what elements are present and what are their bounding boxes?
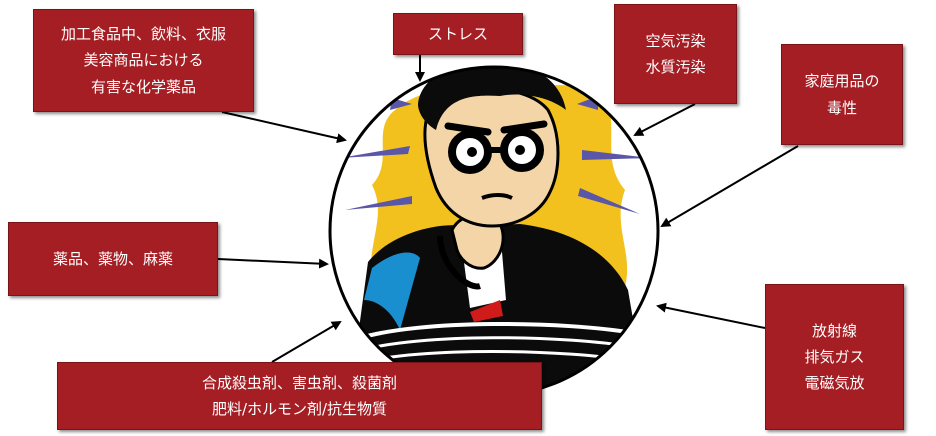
arrow-pesticides (271, 320, 342, 363)
arrow-food (221, 111, 347, 144)
factor-label-line: 排気ガス (804, 347, 865, 366)
factor-label-line: 放射線 (811, 321, 857, 340)
worried-man-thinking-icon (328, 65, 660, 397)
factor-label-line: 美容商品における (83, 51, 204, 70)
factor-label-line: 薬品、薬物、麻薬 (52, 249, 173, 268)
factor-label-line: 空気汚染 (645, 31, 706, 50)
factor-box-drugs: 薬品、薬物、麻薬 (8, 222, 218, 296)
factor-label-line: 家庭用品の (804, 72, 880, 91)
factor-label-line: 合成殺虫剤、害虫剤、殺菌剤 (201, 373, 397, 392)
factor-label-line: 肥料/ホルモン剤/抗生物質 (211, 400, 388, 418)
factor-label-line: 毒性 (826, 98, 857, 117)
factor-box-pollution: 空気汚染 水質汚染 (614, 4, 737, 104)
factor-box-household-toxicity: 家庭用品の 毒性 (781, 44, 903, 145)
arrow-radiation (656, 302, 766, 329)
factor-label-line: 水質汚染 (645, 58, 706, 76)
arrow-pollution (633, 103, 696, 136)
factor-box-radiation: 放射線 排気ガス 電磁気放 (765, 284, 904, 430)
factor-label-line: 有害な化学薬品 (90, 77, 196, 96)
factor-label-line: 加工食品中、飲料、衣服 (60, 25, 226, 44)
factor-label-line: ストレス (427, 24, 488, 43)
factor-box-stress: ストレス (393, 13, 523, 55)
factor-box-pesticides: 合成殺虫剤、害虫剤、殺菌剤 肥料/ホルモン剤/抗生物質 (57, 362, 542, 430)
factor-label-line: 電磁気放 (804, 374, 865, 393)
factor-box-food-chemicals: 加工食品中、飲料、衣服 美容商品における 有害な化学薬品 (33, 9, 254, 112)
arrow-drugs (217, 258, 329, 269)
arrow-household (660, 145, 799, 228)
